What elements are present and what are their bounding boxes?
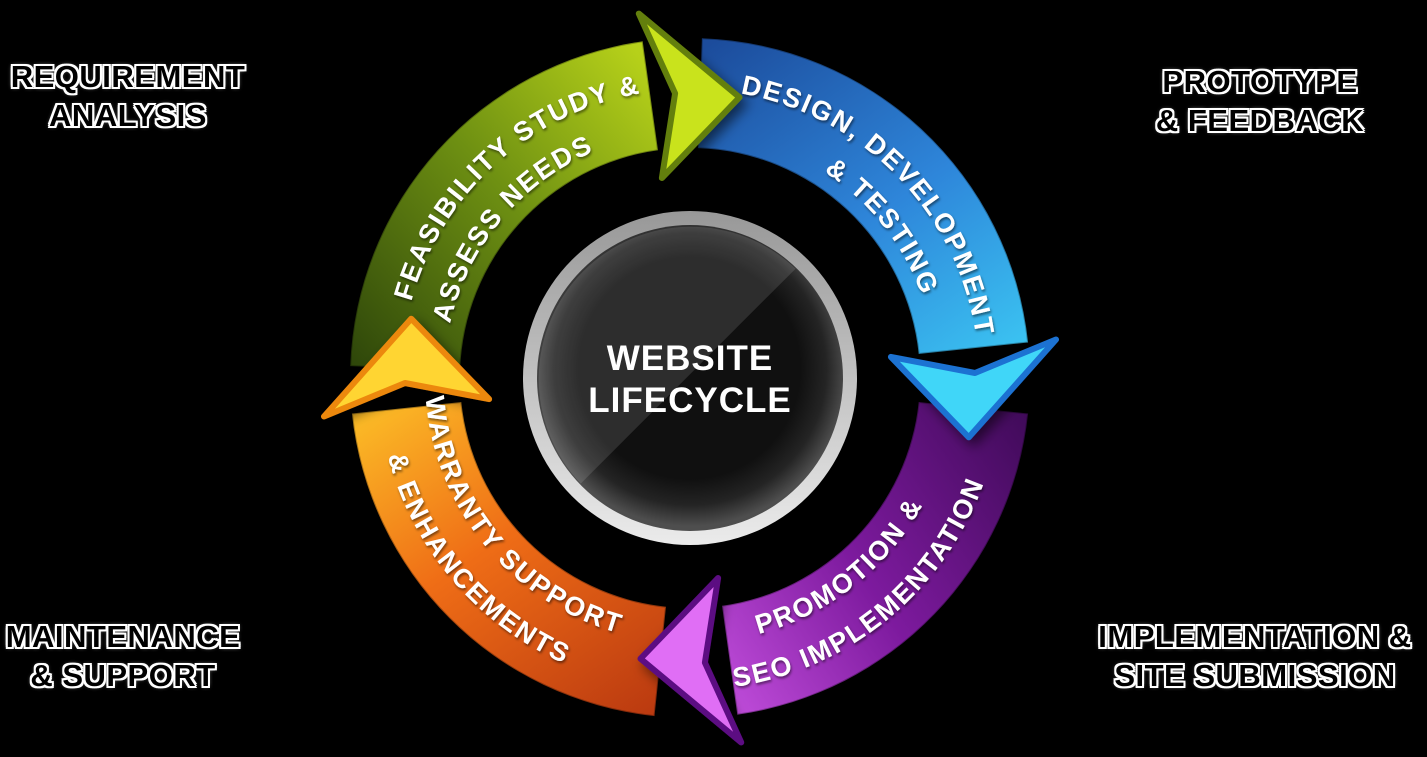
corner-label-implementation-submission: IMPLEMENTATION & SITE SUBMISSION — [1083, 617, 1427, 695]
stage-arc-warranty — [350, 400, 668, 718]
corner-label-maintenance-support: MAINTENANCE & SUPPORT — [0, 617, 246, 695]
corner-label-line2: & FEEDBACK — [1155, 103, 1365, 138]
corner-label-line2: & SUPPORT — [30, 658, 216, 693]
stage-arcs — [349, 37, 1030, 718]
corner-label-line1: REQUIREMENT — [10, 59, 246, 94]
stage-arc-design — [696, 37, 1030, 356]
corner-label-requirement-analysis: REQUIREMENT ANALYSIS — [8, 57, 248, 135]
stage-arc-feasibility — [349, 40, 660, 372]
center-badge-face — [537, 225, 843, 531]
stage-arc-promotion — [720, 400, 1030, 716]
arrowhead-design-icon — [887, 336, 1059, 441]
center-badge-gloss — [538, 226, 796, 484]
center-badge: WEBSITE LIFECYCLE — [523, 211, 857, 545]
center-title-line1: WEBSITE — [607, 339, 773, 378]
corner-label-prototype-feedback: PROTOTYPE & FEEDBACK — [1140, 62, 1380, 140]
arrowhead-warranty-icon — [321, 315, 493, 420]
corner-label-line2: ANALYSIS — [49, 98, 207, 133]
arrowhead-feasibility-icon — [635, 10, 743, 181]
arrowhead-promotion-icon — [637, 575, 745, 746]
corner-label-line1: IMPLEMENTATION & — [1098, 619, 1412, 654]
corner-label-line1: MAINTENANCE — [5, 619, 241, 654]
center-title-line2: LIFECYCLE — [588, 381, 791, 420]
corner-label-line1: PROTOTYPE — [1162, 64, 1358, 99]
stage-arrowheads — [321, 10, 1059, 746]
corner-label-line2: SITE SUBMISSION — [1114, 658, 1396, 693]
